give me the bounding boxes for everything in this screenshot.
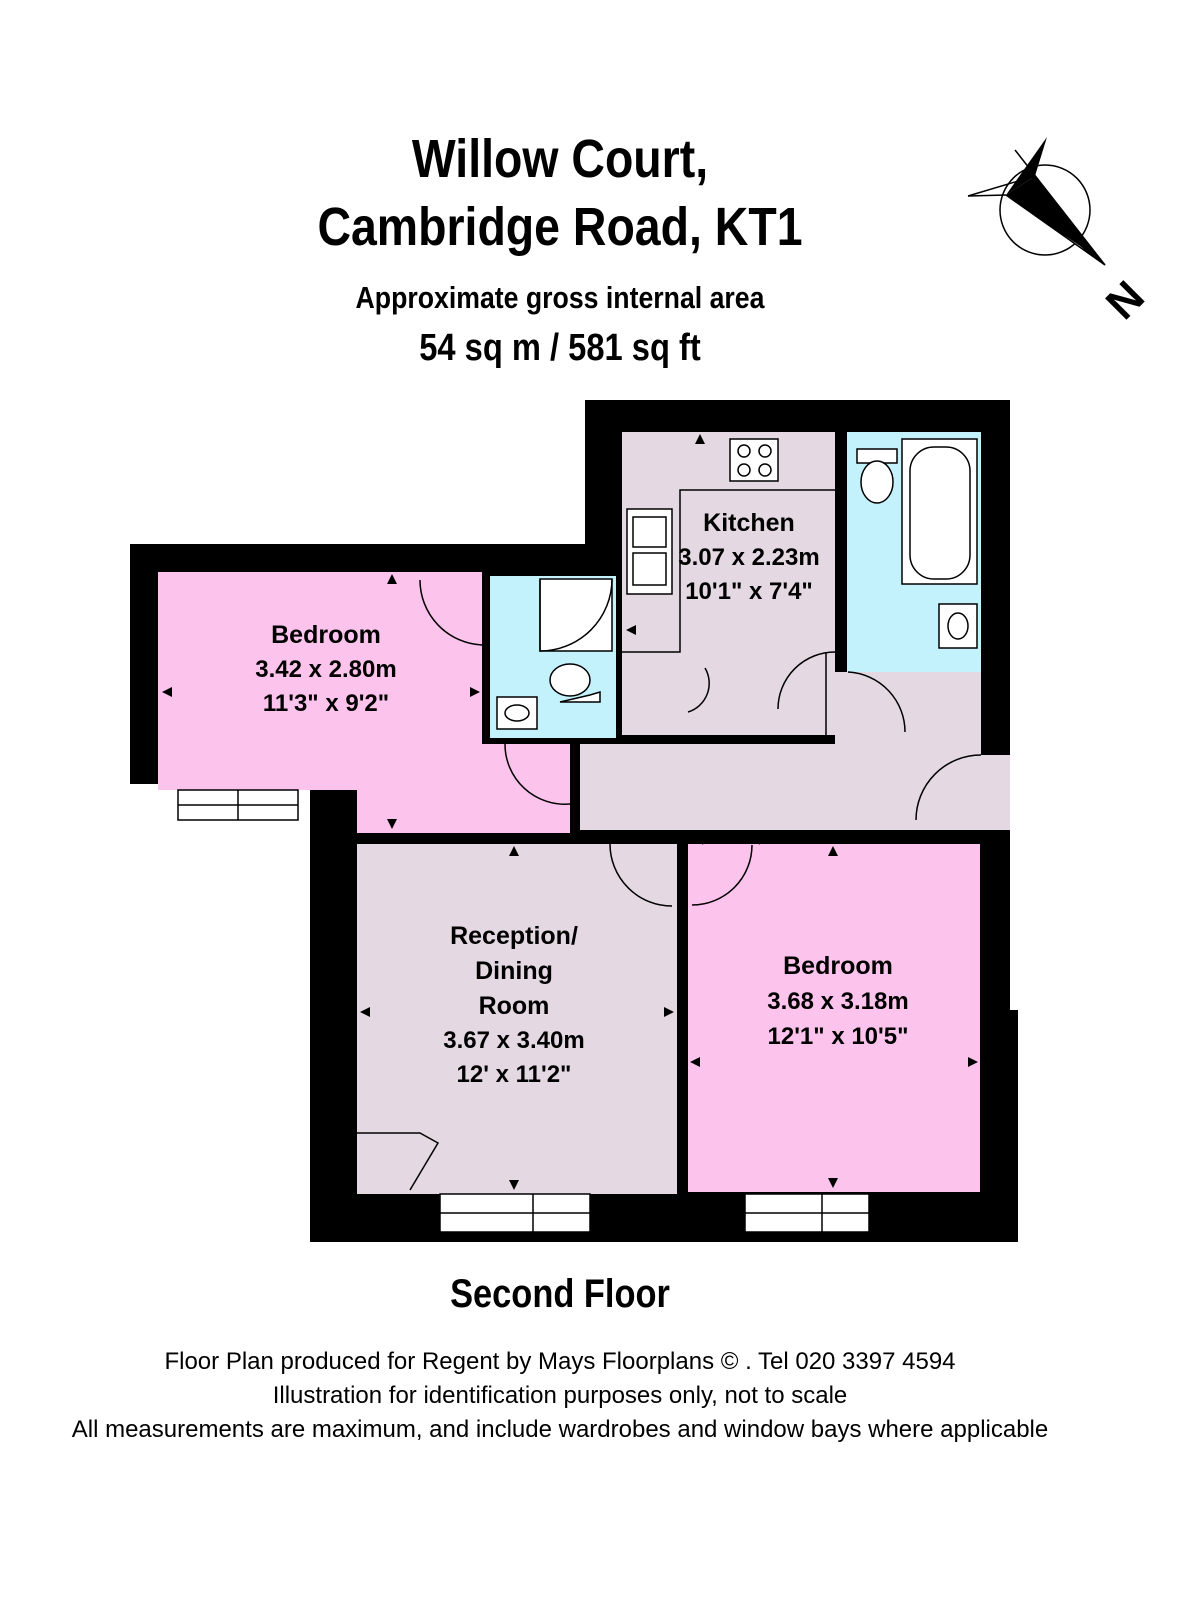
internal-details: [177, 438, 982, 1233]
room-fills: [158, 432, 1010, 1194]
bedroom-1-name: Bedroom: [271, 621, 381, 649]
room-labels: Kitchen 3.07 x 2.23m 10'1" x 7'4" Bedroo…: [255, 509, 908, 1088]
hallway-floor: [580, 672, 1010, 830]
bedroom-1-metric: 3.42 x 2.80m: [255, 656, 396, 683]
kitchen-metric: 3.07 x 2.23m: [678, 544, 819, 571]
bedroom-2-imperial: 12'1" x 10'5": [768, 1023, 909, 1050]
measurement-arrows: [162, 434, 978, 1190]
bedroom-1-imperial: 11'3" x 9'2": [263, 690, 389, 717]
area-value: 54 sq m / 581 sq ft: [419, 327, 701, 369]
footer-line-2: Illustration for identification purposes…: [272, 1382, 848, 1409]
kitchen-name: Kitchen: [703, 509, 795, 537]
reception-floor: [357, 844, 677, 1194]
kitchen-imperial: 10'1" x 7'4": [685, 578, 813, 605]
compass-n-label: N: [1097, 272, 1154, 329]
reception-name-line2: Dining: [475, 957, 553, 985]
bedroom-2-name: Bedroom: [783, 952, 893, 980]
bedroom-2-metric: 3.68 x 3.18m: [767, 988, 908, 1015]
floor-label: Second Floor: [450, 1272, 670, 1316]
building-name: Willow Court,: [411, 129, 709, 189]
kitchen-floor: [622, 432, 835, 735]
bedroom-2-floor: [688, 844, 980, 1192]
area-label: Approximate gross internal area: [355, 280, 765, 315]
reception-name-line3: Room: [479, 992, 550, 1020]
reception-imperial: 12' x 11'2": [457, 1061, 572, 1088]
reception-name-line1: Reception/: [450, 922, 578, 950]
reception-metric: 3.67 x 3.40m: [443, 1027, 584, 1054]
address: Cambridge Road, KT1: [317, 197, 803, 257]
north-arrow-icon: N: [967, 137, 1154, 329]
footer-line-3: All measurements are maximum, and includ…: [71, 1416, 1049, 1443]
bedroom-1-floor: [158, 572, 570, 833]
footer-line-1: Floor Plan produced for Regent by Mays F…: [164, 1348, 956, 1375]
